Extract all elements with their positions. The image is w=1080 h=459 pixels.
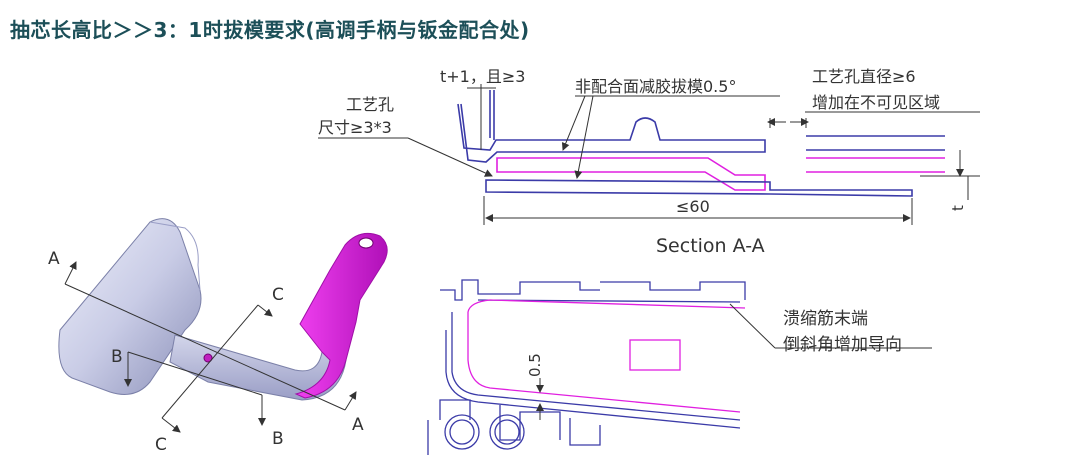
dim-length-label: ≤60	[676, 197, 710, 216]
label-b-left: B	[111, 347, 123, 367]
dim-t-label: t	[949, 205, 967, 211]
detail-note-line1: 溃缩筋末端	[783, 309, 868, 329]
section-caption: Section A-A	[656, 235, 765, 257]
hole-note-line1: 工艺孔	[346, 95, 394, 114]
hole-note-line2: 尺寸≥3*3	[318, 118, 392, 137]
label-c-top: C	[272, 285, 284, 305]
sheet-metal-upper	[457, 103, 766, 163]
part-3d-view: A A B B C C	[48, 218, 388, 455]
hole-dia-note-line2: 增加在不可见区域	[812, 93, 940, 112]
label-a-bottom: A	[352, 415, 364, 435]
section-a-a: t t+1，且≥3 非配合面减胶拔模0.5° 工艺孔 尺寸≥3*3 工艺孔直径≥…	[318, 67, 980, 257]
label-a-top: A	[48, 249, 60, 269]
detail-view	[427, 279, 932, 455]
plastic-part-section	[496, 157, 766, 191]
label-b-right: B	[272, 429, 284, 449]
detail-dim-gap: 0.5	[526, 353, 544, 377]
sheet-metal-tab	[294, 233, 388, 399]
draft-note: 非配合面减胶拔模0.5°	[575, 77, 736, 96]
handle-grip	[58, 218, 202, 395]
label-c-bottom: C	[155, 435, 167, 455]
page-title: 抽芯长高比＞＞3：1时拔模要求(高调手柄与钣金配合处)	[10, 18, 530, 42]
sheet-metal-lower	[485, 179, 913, 197]
dim-top-label: t+1，且≥3	[440, 67, 525, 86]
hole-dia-note-line1: 工艺孔直径≥6	[812, 67, 916, 86]
detail-note-line2: 倒斜角增加导向	[783, 335, 902, 355]
